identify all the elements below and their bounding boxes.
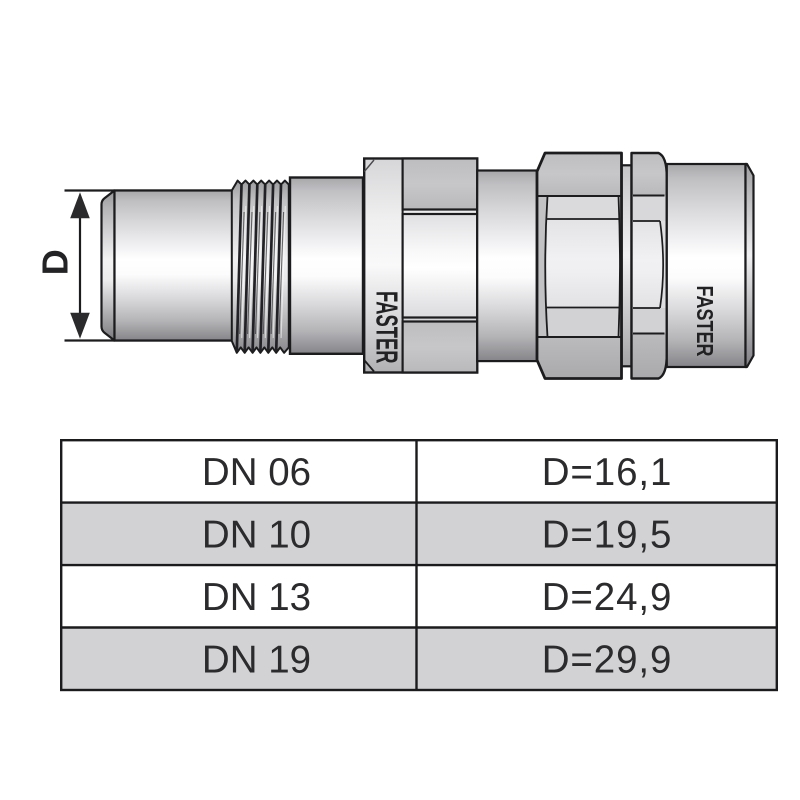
svg-text:FASTER: FASTER xyxy=(692,286,718,357)
svg-text:D=29,9: D=29,9 xyxy=(542,638,673,681)
svg-text:DN 19: DN 19 xyxy=(202,638,311,681)
svg-text:D=24,9: D=24,9 xyxy=(542,576,673,619)
svg-text:FASTER: FASTER xyxy=(369,291,403,364)
svg-text:DN 10: DN 10 xyxy=(202,514,311,557)
svg-text:DN 13: DN 13 xyxy=(202,576,311,619)
svg-text:DN 06: DN 06 xyxy=(202,451,311,494)
svg-text:D: D xyxy=(35,249,76,275)
svg-text:D=16,1: D=16,1 xyxy=(542,451,673,494)
svg-text:D=19,5: D=19,5 xyxy=(542,514,673,557)
